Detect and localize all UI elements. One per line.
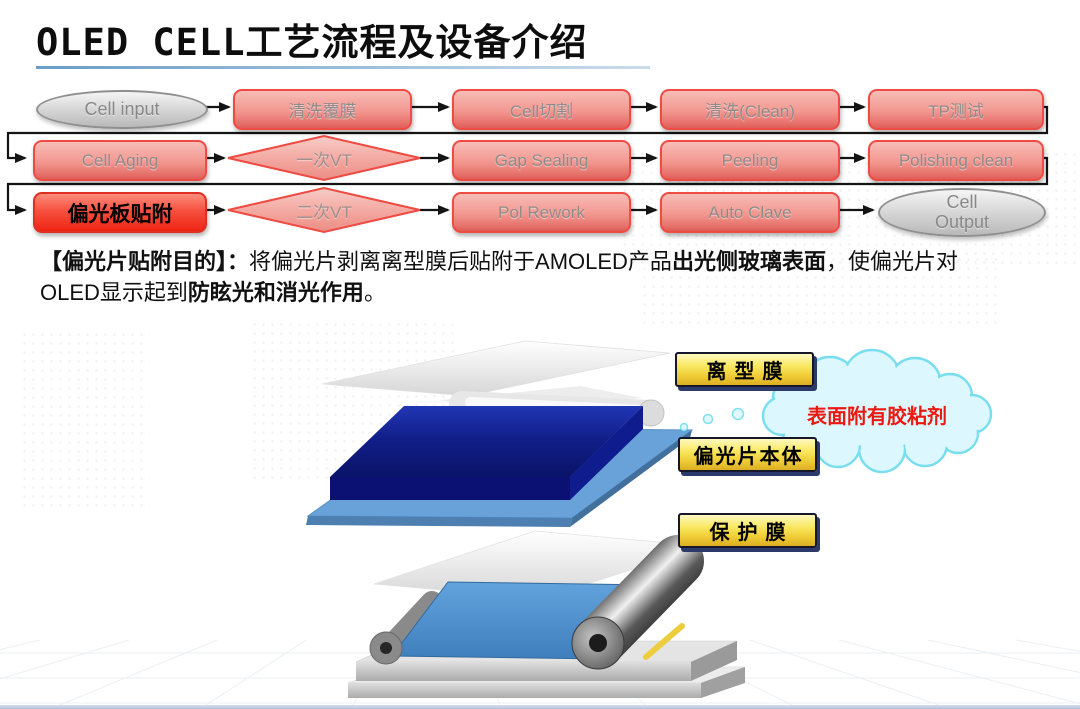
callout-text: 表面附有胶粘剂 [807, 405, 947, 428]
cloud-callout-text: 表面附有胶粘剂 [777, 396, 977, 432]
node-label: Polishing clean [898, 150, 1014, 170]
label-polarizer-body: 偏光片本体 [678, 437, 817, 472]
label-release-film: 离型膜 [675, 352, 814, 387]
node-label: 清洗覆膜 [288, 102, 357, 121]
flow-step-peeling: Peeling [660, 140, 840, 181]
node-label: Auto Clave [708, 202, 792, 222]
desc-segment: 。 [363, 280, 386, 306]
diamond-first-vt [227, 134, 421, 182]
flow-step-polarizer-attach-highlighted: 偏光板贴附 [33, 192, 207, 233]
node-label: Cell input [84, 99, 160, 119]
wrap-connector-row1-row2 [6, 105, 1049, 163]
watermark-dots [20, 330, 150, 510]
desc-segment: 出光侧玻璃表面 [671, 249, 826, 274]
desc-segment: ，使偏光片对OLED显示起到 [40, 249, 958, 306]
label-text: 偏光片本体 [693, 446, 804, 468]
diamond-second-vt [227, 186, 421, 234]
desc-segment: 将偏光片剥离离型膜后贴附于AMOLED产品 [249, 249, 672, 274]
layer-stack-diagram [306, 340, 746, 698]
flow-step-gap-sealing: Gap Sealing [452, 140, 631, 181]
node-label: Cell Aging [81, 150, 159, 170]
polarizer-slab [330, 406, 643, 500]
laminator-machine [347, 535, 746, 698]
node-label: Pol Rework [498, 202, 585, 222]
flow-step-tp-test: TP测试 [868, 89, 1044, 130]
flow-decision-first-vt: 一次VT [248, 141, 400, 175]
flow-terminator-cell-input: Cell input [36, 90, 208, 129]
label-text: 离型膜 [706, 361, 791, 383]
node-label: Gap Sealing [494, 150, 589, 170]
purpose-paragraph: 【偏光片贴附目的】：将偏光片剥离离型膜后贴附于AMOLED产品出光侧玻璃表面，使… [40, 246, 1008, 308]
node-label: Peeling [721, 150, 779, 170]
flow-step-pol-rework: Pol Rework [452, 192, 631, 233]
flow-step-polishing-clean: Polishing clean [868, 140, 1044, 181]
wrap-connector-row2-row3 [6, 156, 1049, 215]
desc-segment: 防眩光和消光作用 [187, 280, 364, 306]
flow-step-clean-coat: 清洗覆膜 [233, 89, 412, 130]
node-label: Cell切割 [509, 102, 574, 121]
yellow-stripe [643, 623, 685, 660]
node-label: 清洗(Clean) [705, 102, 795, 121]
label-text: 保护膜 [709, 522, 794, 544]
flow-decision-second-vt: 二次VT [248, 193, 400, 227]
flow-connectors [6, 102, 1049, 215]
node-label: TP测试 [928, 102, 984, 121]
label-protective-film: 保护膜 [678, 513, 817, 548]
node-label: 一次VT [296, 150, 352, 170]
node-label: 偏光板贴附 [67, 202, 173, 226]
slide-bottom-edge [0, 705, 1080, 709]
decision-diamonds [227, 134, 421, 234]
release-film-sheet [321, 340, 671, 397]
flow-step-cell-cut: Cell切割 [452, 89, 631, 130]
flow-step-cell-aging: Cell Aging [33, 140, 207, 181]
flow-step-clean: 清洗(Clean) [660, 89, 840, 130]
flow-terminator-cell-output: Cell Output [878, 188, 1046, 237]
node-label: Cell Output [934, 191, 990, 232]
desc-segment: 【偏光片贴附目的】： [40, 249, 250, 274]
page-title: OLED CELL工艺流程及设备介绍 [36, 21, 588, 64]
flow-step-auto-clave: Auto Clave [660, 192, 840, 233]
watermark-dots [640, 255, 1000, 325]
node-label: 二次VT [296, 202, 352, 222]
title-underline [36, 66, 650, 69]
